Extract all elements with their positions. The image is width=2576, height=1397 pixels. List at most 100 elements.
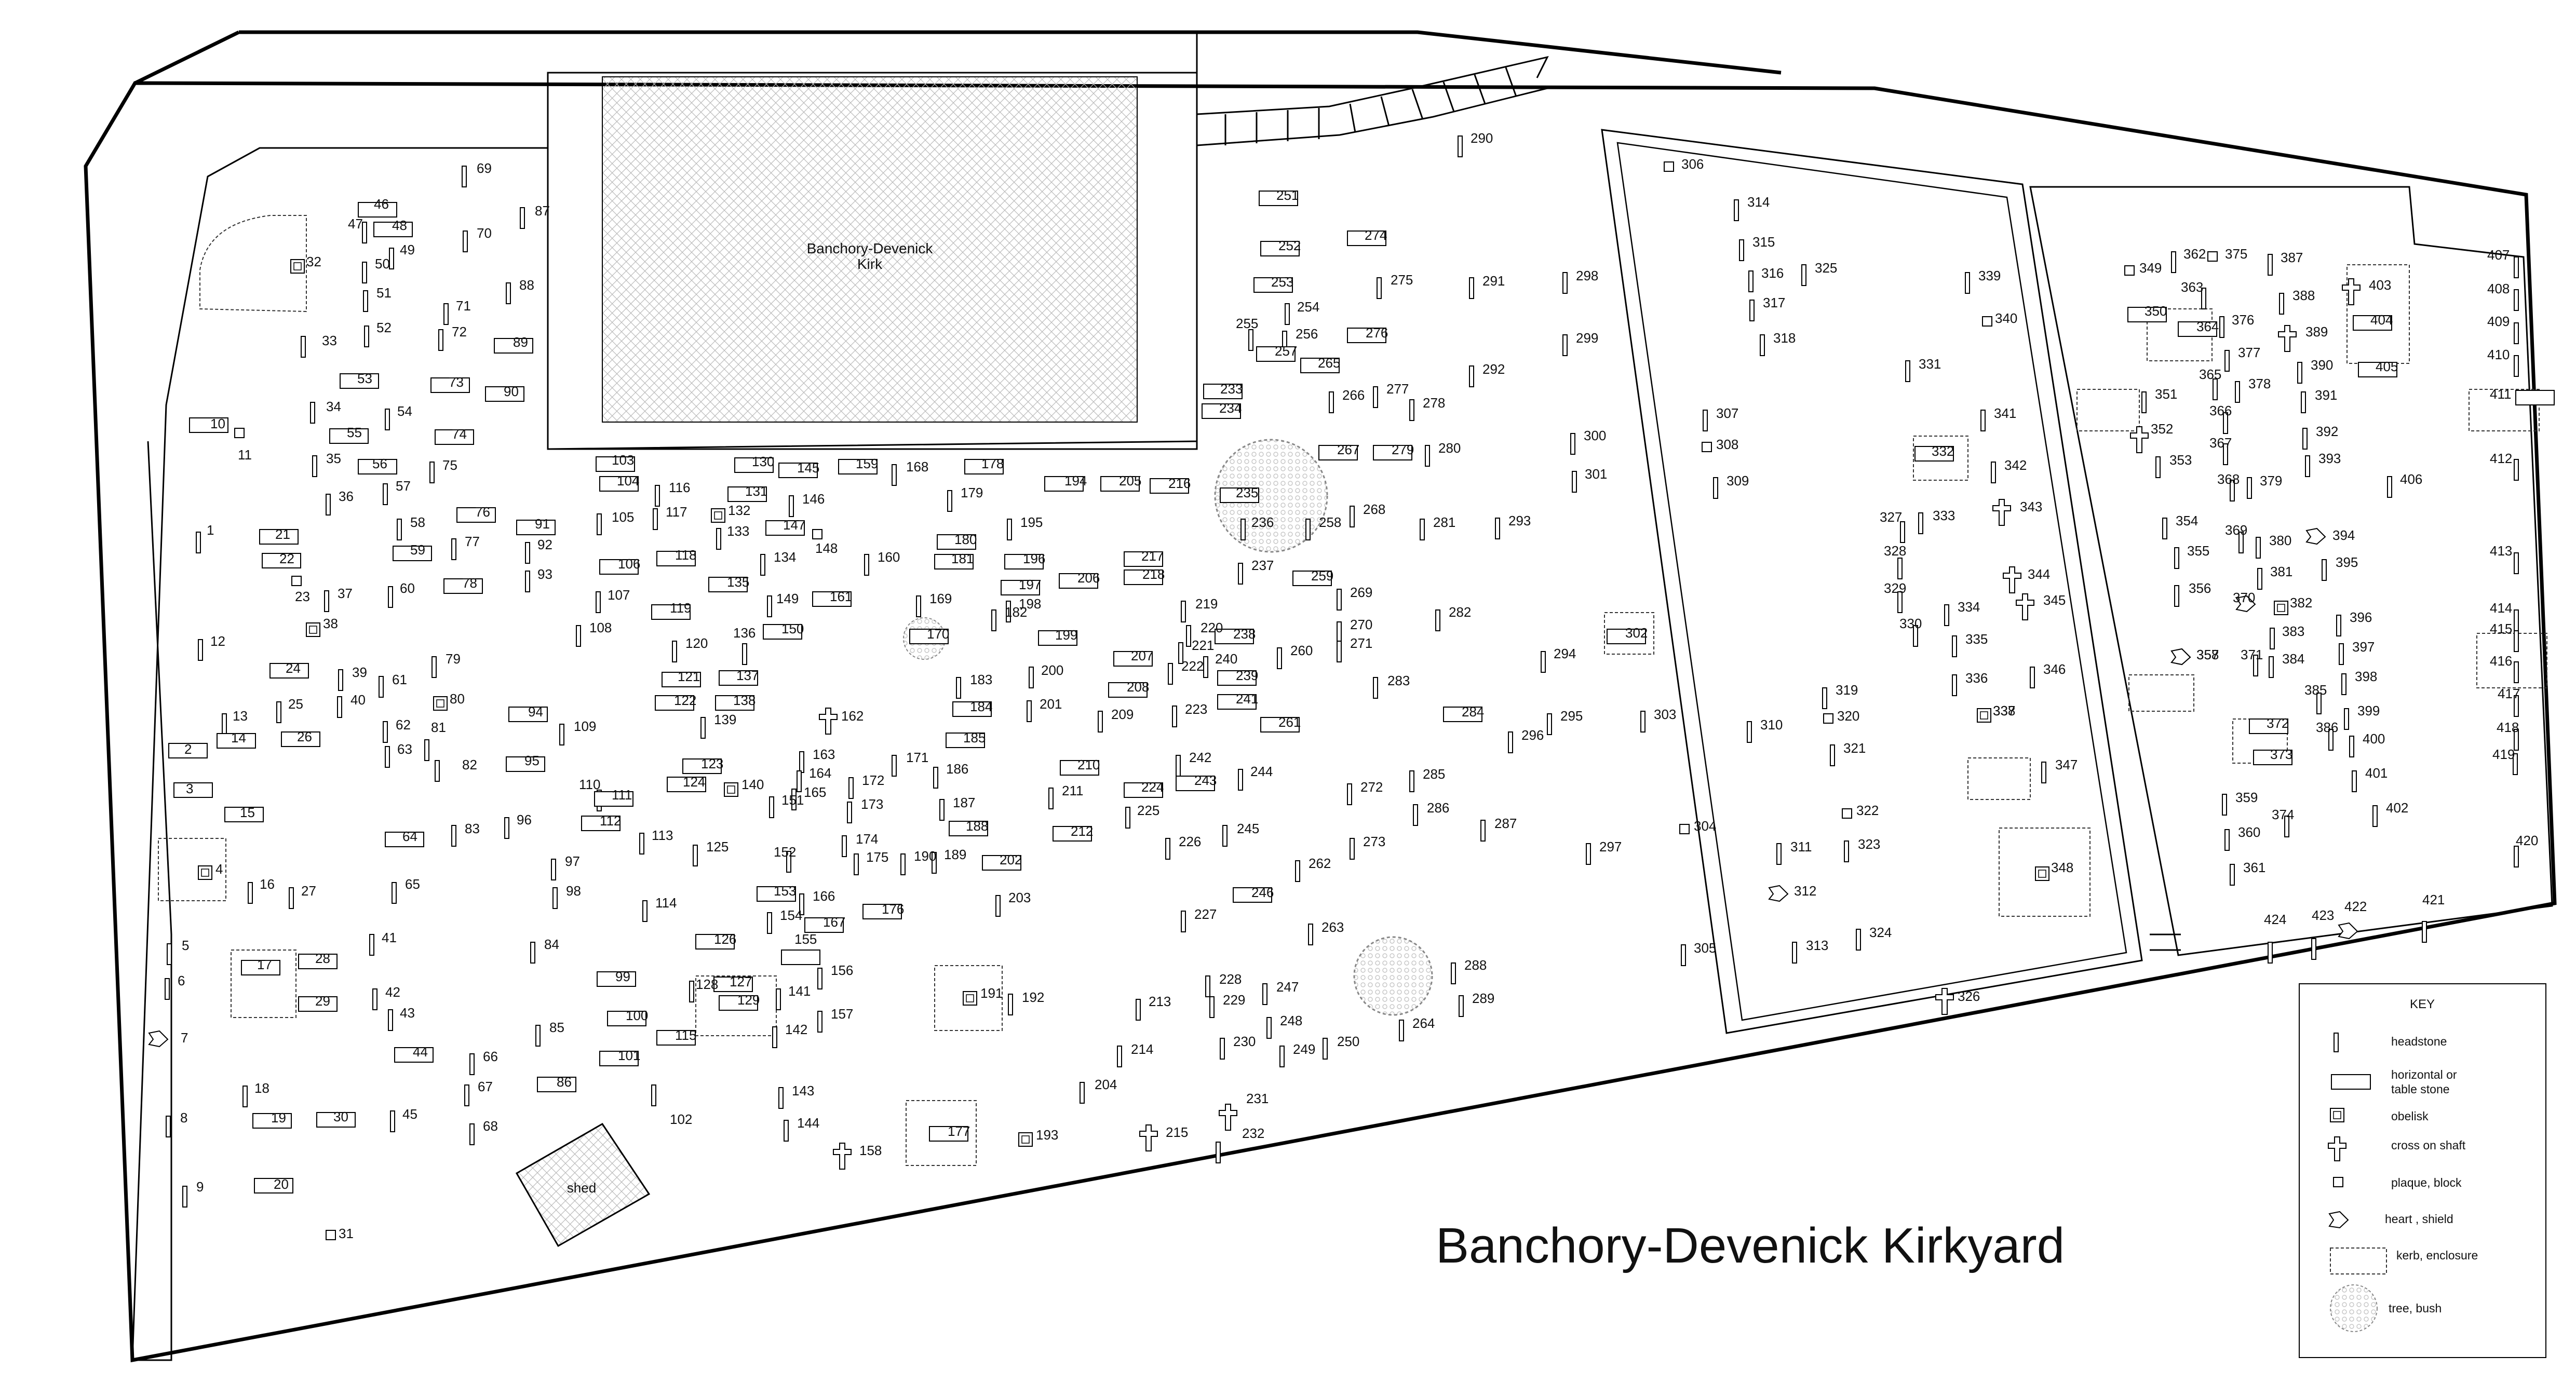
east-enclosures bbox=[1601, 129, 2553, 1034]
grave-number-label: 414 bbox=[2490, 600, 2512, 616]
cross-marker bbox=[1992, 499, 2011, 526]
table-stone-marker bbox=[1217, 694, 1257, 710]
table-stone-marker bbox=[2358, 362, 2397, 377]
grave-number-label: 326 bbox=[1958, 988, 1980, 1004]
grave-number-label: 88 bbox=[519, 277, 534, 293]
grave-number-label: 125 bbox=[706, 839, 729, 855]
table-stone-marker bbox=[1347, 230, 1386, 246]
headstone-marker bbox=[2174, 585, 2179, 607]
headstone-marker bbox=[2514, 630, 2519, 652]
grave-number-label: 400 bbox=[2363, 731, 2385, 747]
headstone-marker bbox=[1238, 769, 1243, 791]
grave-number-label: 305 bbox=[1694, 940, 1716, 956]
grave-number-label: 263 bbox=[1321, 919, 1344, 935]
table-stone-marker bbox=[2353, 315, 2392, 331]
grave-number-label: 388 bbox=[2292, 288, 2315, 303]
grave-number-label: 97 bbox=[565, 853, 580, 869]
grave-number-label: 154 bbox=[780, 907, 802, 923]
grave-number-label: 79 bbox=[446, 651, 461, 667]
grave-number-label: 16 bbox=[260, 876, 275, 892]
table-stone-marker bbox=[358, 459, 397, 474]
grave-number-label: 250 bbox=[1337, 1034, 1359, 1049]
heart-shield-marker bbox=[2305, 527, 2326, 545]
headstone-marker bbox=[196, 532, 201, 553]
grave-number-label: 213 bbox=[1149, 994, 1171, 1009]
headstone-marker bbox=[1008, 994, 1013, 1015]
grave-number-label: 201 bbox=[1040, 696, 1062, 712]
grave-number-label: 193 bbox=[1036, 1127, 1058, 1143]
headstone-marker bbox=[1006, 601, 1011, 622]
headstone-marker bbox=[760, 554, 765, 576]
grave-number-label: 31 bbox=[339, 1226, 354, 1241]
grave-number-label: 150 bbox=[781, 621, 804, 636]
obelisk-marker bbox=[724, 782, 738, 797]
key-headstone-symbol bbox=[2334, 1033, 2339, 1052]
headstone-marker bbox=[2514, 609, 2519, 631]
grave-number-label: 158 bbox=[859, 1143, 882, 1158]
table-stone-marker bbox=[1004, 554, 1044, 569]
headstone-marker bbox=[1181, 911, 1186, 932]
table-stone-marker bbox=[727, 486, 767, 502]
grave-number-label: 40 bbox=[350, 692, 366, 708]
headstone-marker bbox=[2514, 729, 2519, 751]
headstone-marker bbox=[1570, 433, 1575, 455]
headstone-marker bbox=[1508, 731, 1513, 753]
grave-number-label: 290 bbox=[1471, 130, 1493, 146]
grave-number-label: 56 bbox=[372, 456, 387, 471]
grave-number-label: 143 bbox=[792, 1083, 814, 1098]
table-stone-marker bbox=[708, 577, 748, 592]
grave-number-label: 155 bbox=[794, 931, 817, 947]
grave-number-label: 338 bbox=[1993, 703, 2015, 718]
grave-number-label: 75 bbox=[442, 457, 457, 473]
table-stone-marker bbox=[217, 733, 256, 749]
grave-number-label: 320 bbox=[1837, 708, 1859, 724]
grave-number-label: 146 bbox=[802, 491, 825, 507]
headstone-marker bbox=[1168, 663, 1173, 685]
headstone-marker bbox=[1266, 1017, 1272, 1039]
headstone-marker bbox=[451, 538, 456, 560]
grave-number-label: 262 bbox=[1309, 856, 1331, 871]
grave-number-label: 353 bbox=[2169, 452, 2192, 468]
table-stone-marker bbox=[1220, 487, 1259, 503]
table-stone-marker bbox=[1001, 580, 1040, 595]
headstone-marker bbox=[651, 1084, 656, 1106]
headstone-marker bbox=[2219, 316, 2224, 338]
headstone-marker bbox=[799, 751, 804, 773]
grave-number-label: 58 bbox=[410, 514, 425, 530]
table-stone-marker bbox=[1053, 826, 1092, 842]
kirk-label: Banchory-Devenick bbox=[807, 240, 934, 256]
headstone-marker bbox=[363, 290, 368, 312]
grave-number-label: 25 bbox=[288, 696, 303, 712]
plaque-marker bbox=[291, 576, 302, 586]
headstone-marker bbox=[1547, 713, 1552, 735]
table-stone-marker bbox=[373, 222, 413, 237]
grave-number-label: 243 bbox=[1194, 772, 1217, 788]
headstone-marker bbox=[438, 329, 443, 351]
obelisk-marker bbox=[2035, 866, 2049, 881]
headstone-marker bbox=[2352, 770, 2357, 792]
grave-number-label: 43 bbox=[400, 1005, 415, 1021]
headstone-marker bbox=[167, 943, 172, 965]
grave-number-label: 405 bbox=[2376, 359, 2398, 374]
grave-number-label: 247 bbox=[1276, 979, 1299, 995]
grave-number-label: 74 bbox=[452, 426, 467, 442]
grave-number-label: 160 bbox=[878, 549, 900, 565]
shed-label: shed bbox=[567, 1180, 596, 1196]
key-tree-symbol bbox=[2330, 1284, 2378, 1332]
grave-number-label: 315 bbox=[1752, 234, 1775, 250]
headstone-marker bbox=[1469, 277, 1474, 299]
headstone-marker bbox=[506, 282, 511, 304]
grave-number-label: 298 bbox=[1576, 268, 1598, 283]
grave-number-label: 119 bbox=[670, 600, 691, 616]
headstone-marker bbox=[892, 464, 897, 486]
headstone-marker bbox=[1409, 399, 1414, 421]
grave-number-label: 278 bbox=[1423, 395, 1445, 411]
grave-number-label: 342 bbox=[2004, 457, 2027, 473]
grave-number-label: 195 bbox=[1020, 514, 1043, 530]
headstone-marker bbox=[222, 713, 227, 735]
headstone-marker bbox=[324, 590, 329, 612]
headstone-marker bbox=[520, 207, 525, 229]
table-stone-marker bbox=[937, 534, 976, 550]
table-stone-marker bbox=[1124, 551, 1163, 567]
headstone-marker bbox=[1305, 519, 1311, 540]
